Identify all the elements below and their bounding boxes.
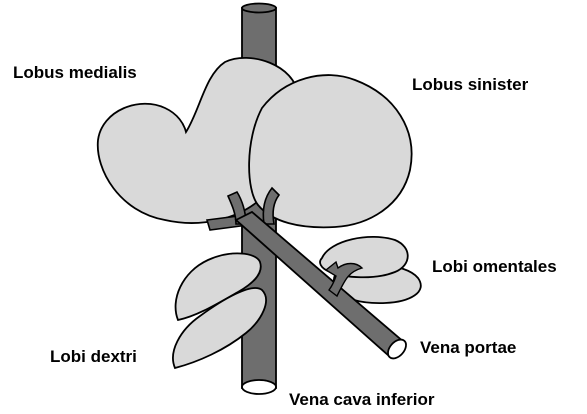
vena-cava-bottom-opening: [242, 380, 276, 394]
vena-cava-top-end: [242, 4, 276, 13]
label-lobi-dextri: Lobi dextri: [50, 347, 137, 366]
label-lobus-medialis: Lobus medialis: [13, 63, 137, 82]
label-vena-portae: Vena portae: [420, 338, 516, 357]
label-vena-cava-inferior: Vena cava inferior: [289, 390, 435, 409]
label-lobi-omentales: Lobi omentales: [432, 257, 557, 276]
label-lobus-sinister: Lobus sinister: [412, 75, 529, 94]
